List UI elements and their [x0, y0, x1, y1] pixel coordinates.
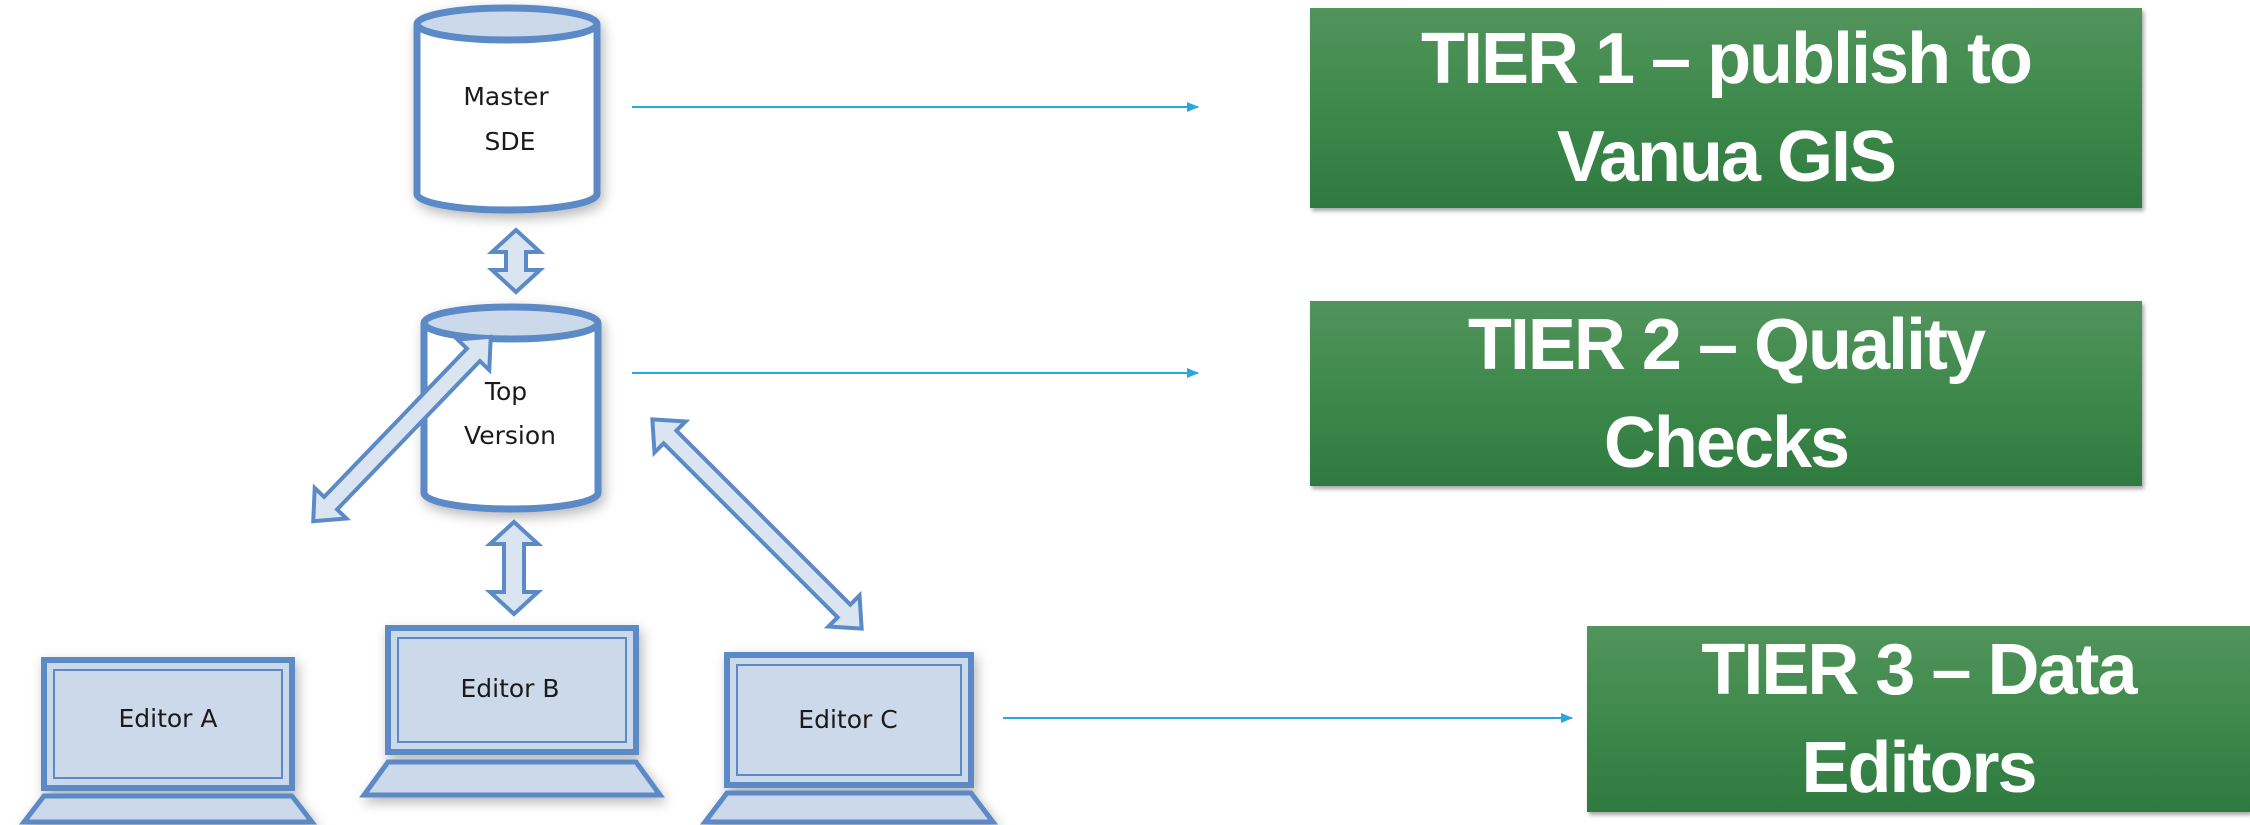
- tier-1-line-1: TIER 1 – publish to: [1420, 19, 2033, 99]
- tier-3-box: TIER 3 – Data Editors: [1587, 626, 2250, 812]
- sync-double-arrow-top-editor-b: [484, 519, 544, 617]
- editor-c-laptop: [699, 652, 999, 825]
- editor-c-label: Editor C: [798, 705, 897, 734]
- sync-double-arrow-top-editor-a: [311, 334, 493, 524]
- top-version-label: Top Version: [464, 377, 556, 450]
- tier-2-line-2: Checks: [1603, 402, 1850, 483]
- tier-2-box: TIER 2 – Quality Checks: [1310, 301, 2142, 486]
- sync-double-arrow-master-top: [486, 227, 546, 295]
- tier-1-line-2: Vanua GIS: [1556, 117, 1897, 197]
- top-version-cylinder: [420, 303, 602, 513]
- master-sde-cylinder: [413, 4, 601, 214]
- editor-b-laptop: [359, 625, 665, 798]
- tier-3-line-2: Editors: [1801, 728, 2037, 808]
- tier-3-line-1: TIER 3 – Data: [1701, 630, 2137, 710]
- master-sde-label: Master SDE: [463, 82, 556, 156]
- sync-double-arrow-top-editor-c: [650, 417, 864, 631]
- tier-1-box: TIER 1 – publish to Vanua GIS: [1310, 8, 2142, 208]
- editor-b-label: Editor B: [460, 674, 559, 703]
- editor-a-label: Editor A: [118, 704, 217, 733]
- tier-2-line-1: TIER 2 – Quality: [1467, 304, 1986, 385]
- editor-a-laptop: [18, 657, 318, 825]
